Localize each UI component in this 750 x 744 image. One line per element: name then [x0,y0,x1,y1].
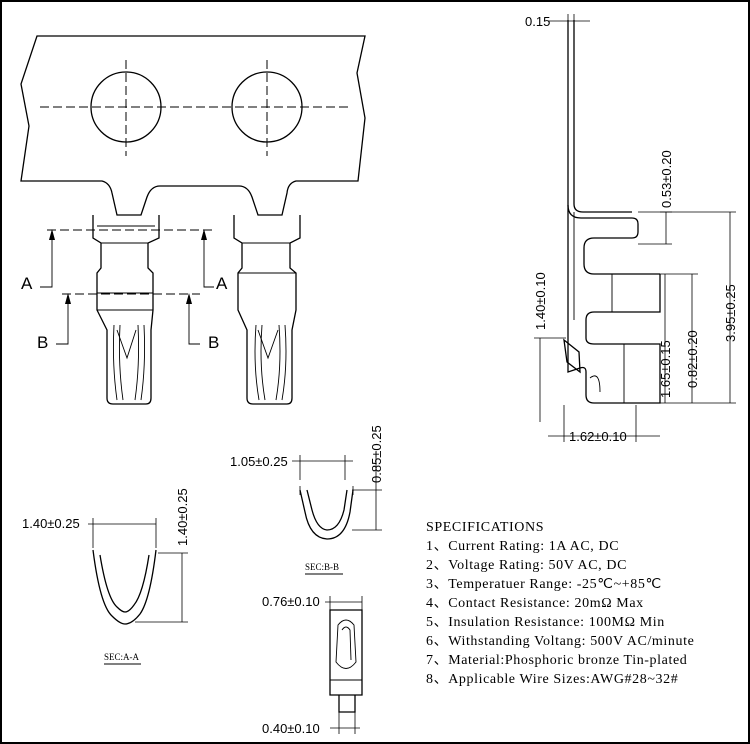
sec-b-b-caption: SEC:B-B [305,562,339,572]
dim-upper-height: 0.53±0.20 [659,150,674,208]
contact-detail-view: 0.76±0.10 0.40±0.10 [262,594,363,736]
side-view: 0.15 0.53±0.20 3.95±0.25 1.40±0.10 1.65±… [525,14,738,444]
spec-item: 5、Insulation Resistance: 100MΩ Min [426,615,665,630]
dim-bottom-width: 1.62±0.10 [569,429,627,444]
dim-mid-height: 1.65±0.15 [658,340,673,398]
dim-detail-top-width: 0.76±0.10 [262,594,320,609]
dim-secb-width: 1.05±0.25 [230,454,288,469]
carrier-strip [20,35,366,216]
dim-mid-small: 0.82±0.20 [685,330,700,388]
section-a-a-view: 1.40±0.25 1.40±0.25 SEC:A-A [22,488,190,665]
spec-item: 3、Temperatuer Range: -25℃~+85℃ [426,577,662,592]
spec-item: 1、Current Rating: 1A AC, DC [426,539,620,554]
terminal-left [92,215,160,405]
dim-lower-height: 1.40±0.10 [533,272,548,330]
dim-detail-bottom-width: 0.40±0.10 [262,721,320,736]
dim-total-height: 3.95±0.25 [723,284,738,342]
terminal-right [233,215,301,405]
spec-item: 4、Contact Resistance: 20mΩ Max [426,596,644,611]
section-b-label-right: B [208,333,219,352]
spec-item: 7、Material:Phosphoric bronze Tin-plated [426,653,688,668]
dim-seca-height: 1.40±0.25 [175,488,190,546]
section-b-label-left: B [37,333,48,352]
dim-seca-width: 1.40±0.25 [22,516,80,531]
sec-a-a-caption: SEC:A-A [104,652,140,662]
specifications-title: SPECIFICATIONS [426,520,545,535]
section-b-b-view: 1.05±0.25 0.85±0.25 SEC:B-B [230,425,384,575]
spec-item: 6、Withstanding Voltang: 500V AC/minute [426,634,695,649]
dim-top-thickness: 0.15 [525,14,550,29]
section-a-label-left: A [21,274,33,293]
specifications-block: SPECIFICATIONS 1、Current Rating: 1A AC, … [426,518,746,689]
section-a-label-right: A [216,274,228,293]
spec-item: 2、Voltage Rating: 50V AC, DC [426,558,628,573]
dim-secb-height: 0.85±0.25 [369,425,384,483]
section-lines: A A B B [21,229,228,352]
spec-item: 8、Applicable Wire Sizes:AWG#28~32# [426,672,679,687]
